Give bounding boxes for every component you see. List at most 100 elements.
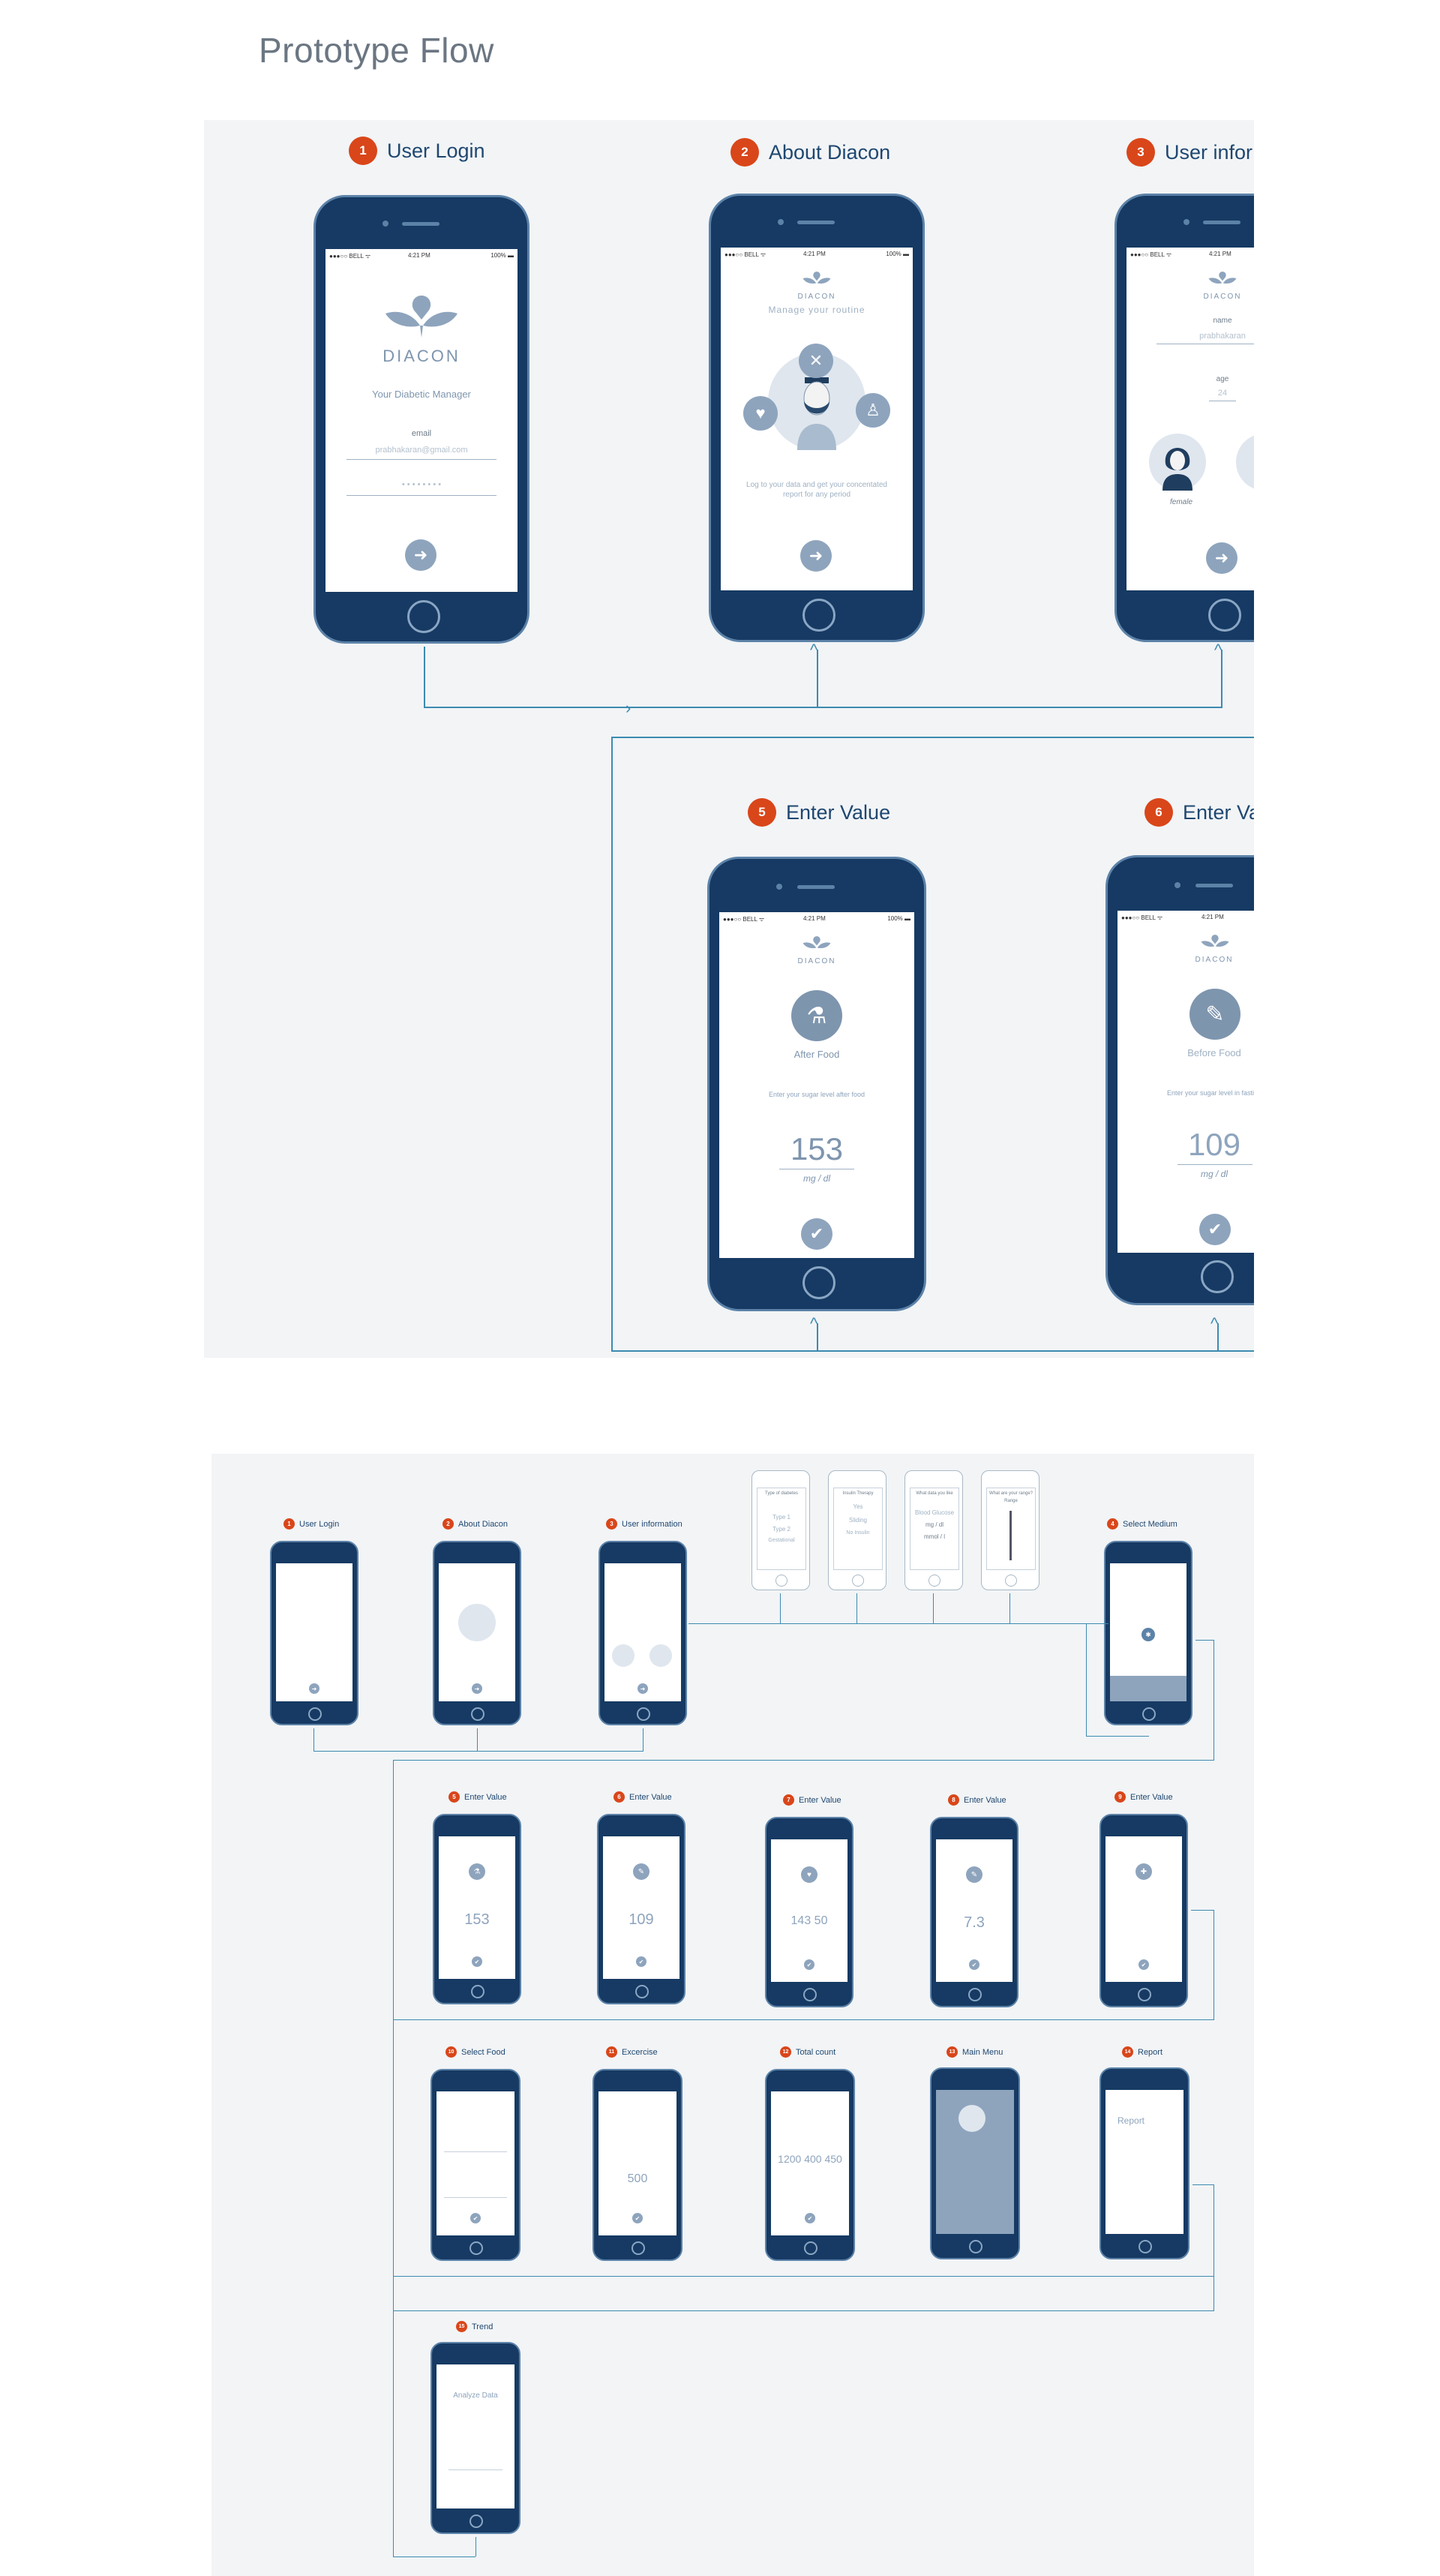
mini-icon-button[interactable]: ♥ (801, 1866, 818, 1883)
glucose-value[interactable]: 153 (790, 1131, 844, 1166)
flow-line (1196, 1640, 1214, 1641)
mini-male-avatar[interactable] (650, 1644, 672, 1667)
flow-line (1217, 1323, 1219, 1350)
mini-check-button[interactable]: ✔ (472, 1956, 482, 1967)
glucose-value[interactable]: 109 (1187, 1127, 1241, 1162)
mini-female-avatar[interactable] (612, 1644, 634, 1667)
exercise-button[interactable]: ♙ (856, 393, 890, 428)
status-carrier: ●●●○○ BELL ᯤ (724, 251, 766, 258)
home-button (1142, 1707, 1156, 1721)
step-number: 14 (1122, 2046, 1133, 2058)
diet-button[interactable]: ✕ (799, 344, 833, 378)
home-button (804, 2241, 818, 2255)
step-title: Total count (796, 2047, 836, 2057)
wireframe-text: What are your range? (988, 1491, 1034, 1496)
name-field[interactable]: prabhakaran (1156, 329, 1254, 344)
wireframe-screen: What are your range? Range (986, 1488, 1036, 1570)
mini-screen: Analyze Data (436, 2364, 514, 2508)
female-avatar-option[interactable] (1149, 434, 1206, 491)
phone-speaker (402, 222, 440, 226)
mini-check-button[interactable]: ✔ (805, 2213, 815, 2223)
flow-line (424, 707, 1222, 708)
mini-next-button[interactable]: ➜ (638, 1683, 648, 1694)
mini-center-button[interactable]: ✱ (1142, 1628, 1155, 1641)
mini-value: 153 (464, 1911, 490, 1928)
step-number: 10 (446, 2046, 457, 2058)
next-arrow-button[interactable]: ➜ (405, 539, 436, 571)
mini-check-button[interactable]: ✔ (804, 1959, 814, 1970)
mini-next-button[interactable]: ➜ (472, 1683, 482, 1694)
mini-screen: ✎ 109 ✔ (603, 1836, 680, 1979)
male-avatar-option[interactable] (1236, 434, 1254, 491)
health-button[interactable]: ♥ (743, 396, 778, 431)
home-button (803, 1988, 817, 2001)
wireframe-screen: Insulin Therapy Yes Sliding No Insulin (833, 1488, 883, 1570)
mini-icon-button[interactable]: ⚗ (469, 1863, 485, 1880)
wireframe-text: Yes (853, 1503, 863, 1510)
check-icon: ✔ (472, 2214, 478, 2222)
email-value: prabhakaran@gmail.com (375, 446, 468, 455)
status-bar: ●●●○○ BELL ᯤ 4:21 PM 100% ▬ (326, 249, 518, 261)
flow-line (611, 737, 613, 1352)
mini-screen: ✚ ✔ (1106, 1836, 1182, 1982)
home-button (632, 2241, 645, 2255)
mini-icon-button[interactable]: ✎ (633, 1863, 650, 1880)
home-button (471, 1707, 484, 1721)
mini-check-button[interactable]: ✔ (636, 1956, 646, 1967)
mini-check-button[interactable]: ✔ (1138, 1959, 1149, 1970)
screen-user-information: ●●●○○ BELL ᯤ 4:21 PM DIACON name prabhak… (1126, 248, 1254, 590)
status-battery: 100% ▬ (887, 915, 910, 922)
wireframe-data-preference: What data you like Blood Glucose mg / dl… (904, 1470, 963, 1590)
next-arrow-button[interactable]: ➜ (800, 540, 832, 572)
test-tube-icon: ⚗ (473, 1867, 481, 1876)
step-title: Excercise (622, 2047, 658, 2057)
after-food-icon-button[interactable]: ⚗ (791, 990, 842, 1041)
step-number: 6 (1144, 798, 1173, 827)
mini-icon-button[interactable]: ✚ (1136, 1863, 1152, 1880)
flow-line (314, 1751, 644, 1752)
flow-line (393, 1760, 394, 2556)
mini-screen: ⚗ 153 ✔ (439, 1836, 515, 1979)
mini-value: 1200 400 450 (778, 2153, 842, 2165)
flow-line (1191, 1910, 1214, 1911)
brand-name: DIACON (797, 293, 836, 301)
mini-icon-button[interactable]: ✎ (966, 1866, 982, 1883)
wireframe-text: What data you like (916, 1491, 953, 1496)
check-icon: ✔ (971, 1961, 977, 1968)
status-bar: ●●●○○ BELL ᯤ 4:21 PM 100% ▬ (721, 248, 913, 260)
home-button (1138, 1988, 1151, 2001)
wireframe-text: Type 1 (772, 1514, 790, 1521)
wireframe-home (852, 1575, 864, 1587)
step-title: Enter Value (464, 1792, 507, 1802)
confirm-check-button[interactable]: ✔ (1199, 1214, 1231, 1245)
before-food-icon-button[interactable]: ✎ (1190, 989, 1240, 1040)
age-field[interactable]: 24 (1209, 387, 1236, 401)
step-number: 5 (748, 798, 776, 827)
wireframe-home (1005, 1575, 1017, 1587)
step-title: About Diacon (458, 1519, 508, 1529)
step-label-enter-value-2: 6 Enter Va (1144, 798, 1254, 827)
password-field[interactable]: • • • • • • • • (346, 479, 496, 496)
next-arrow-button[interactable]: ➜ (1206, 542, 1238, 574)
mini-next-button[interactable]: ➜ (309, 1683, 320, 1694)
flow-line (424, 647, 425, 707)
wireframe-home (928, 1575, 940, 1587)
heart-icon: ♥ (755, 404, 766, 422)
syringe-icon: ✎ (638, 1867, 645, 1876)
mini-check-button[interactable]: ✔ (969, 1959, 980, 1970)
check-icon: ✔ (474, 1958, 480, 1965)
confirm-check-button[interactable]: ✔ (801, 1218, 832, 1250)
email-field[interactable]: prabhakaran@gmail.com (346, 443, 496, 460)
mini-screen: ♥ 143 50 ✔ (771, 1839, 848, 1982)
mini-check-button[interactable]: ✔ (470, 2213, 481, 2223)
wireframe-diabetes-type: Type of diabetes Type 1 Type 2 Gestation… (752, 1470, 810, 1590)
screen-about-diacon: ●●●○○ BELL ᯤ 4:21 PM 100% ▬ DIACON Manag… (721, 248, 913, 590)
home-button (471, 1985, 484, 1998)
brand-name: DIACON (382, 347, 460, 365)
flow-line (611, 737, 1254, 738)
home-button (407, 600, 440, 633)
email-label: email (411, 429, 432, 438)
mini-check-button[interactable]: ✔ (632, 2213, 643, 2223)
